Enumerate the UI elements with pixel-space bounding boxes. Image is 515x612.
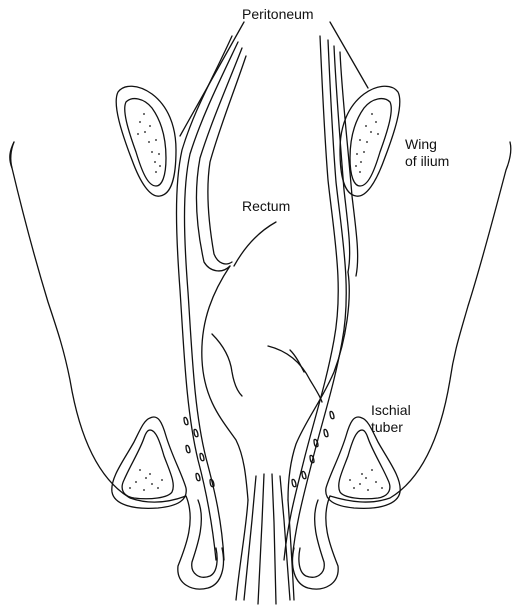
right-perineal-fold-inner — [299, 500, 324, 577]
rectum-fold-2 — [268, 346, 322, 402]
right-drip-1 — [330, 411, 334, 418]
ischial-tuber-label-line2: tuber — [371, 419, 411, 436]
bone-stipple — [129, 113, 383, 491]
right-drip-5 — [302, 471, 306, 478]
wing-of-ilium-label-line1: Wing — [405, 136, 449, 153]
left-drip-4 — [200, 453, 204, 460]
right-drip-6 — [292, 479, 296, 486]
rectum-leader — [234, 222, 276, 266]
left-drip-3 — [186, 445, 190, 452]
left-drip-5 — [196, 473, 200, 480]
peritoneum-label: Peritoneum — [242, 6, 314, 23]
right-ilium-inner — [350, 99, 391, 186]
peritoneum-label-text: Peritoneum — [242, 6, 314, 23]
rectum-label: Rectum — [242, 198, 290, 215]
wing-of-ilium-label: Wing of ilium — [405, 136, 449, 170]
anal-folds — [244, 474, 290, 604]
rectum-label-text: Rectum — [242, 198, 290, 215]
ischial-tuber-label: Ischial tuber — [371, 402, 411, 436]
left-body-wall-inner — [11, 142, 14, 168]
wing-of-ilium-label-line2: of ilium — [405, 153, 449, 170]
rectum-fold-1 — [212, 334, 242, 396]
left-drip-1 — [184, 417, 188, 424]
anal-canal-left — [236, 500, 248, 600]
rectum-outline-right — [288, 272, 349, 500]
left-drip-2 — [194, 429, 198, 436]
ischial-tuber-label-line1: Ischial — [371, 402, 411, 419]
rectum-outline — [202, 266, 248, 500]
right-drip-2 — [324, 429, 328, 436]
left-ilium-inner — [125, 99, 166, 186]
